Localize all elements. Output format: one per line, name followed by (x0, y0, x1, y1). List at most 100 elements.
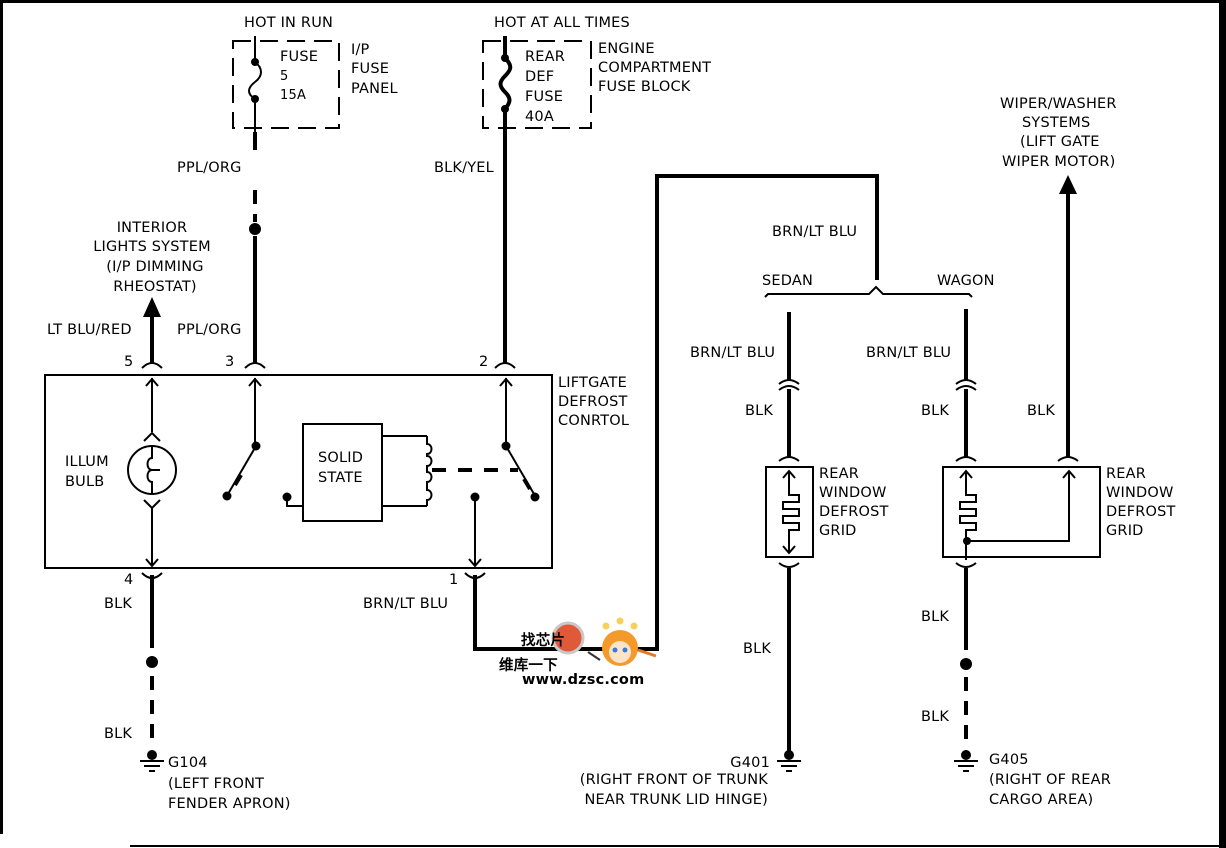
rear-def-fuse-icon (498, 56, 513, 111)
wire-label-ppl-org-upper: PPL/ORG (177, 160, 242, 176)
wiper-line3: (LIFT GATE (1020, 134, 1100, 150)
illum-label-line2: BULB (65, 474, 104, 490)
pin-2-label: 2 (479, 354, 488, 370)
ground-g104-id: G104 (168, 755, 208, 771)
fuse-5-line2: 5 (280, 69, 288, 84)
hot-in-run-label: HOT IN RUN (244, 15, 333, 31)
connector-pin-3 (244, 362, 266, 369)
module-bottom-connectors: 4 1 (124, 572, 486, 588)
sedan-grid-line3: DEFROST (819, 504, 889, 520)
fuse-panel-box (232, 40, 340, 129)
sedan-grid-line2: WINDOW (819, 485, 887, 501)
wiper-line2: SYSTEMS (1022, 115, 1090, 131)
ground-g401-loc1: (RIGHT FRONT OF TRUNK (580, 772, 769, 788)
switch-icon (227, 445, 257, 495)
interior-lights-group: INTERIOR LIGHTS SYSTEM (I/P DIMMING RHEO… (47, 220, 211, 364)
wire-label-blk-pin4-upper: BLK (104, 596, 132, 612)
ground-icon (140, 760, 164, 772)
wire-label-sedan-mid: BLK (745, 403, 773, 419)
rear-def-fuse-line4: 40A (525, 109, 554, 125)
pin-3-label: 3 (225, 354, 234, 370)
wire-label-ppl-org-lower: PPL/ORG (177, 322, 242, 338)
fuse-5-icon (248, 61, 262, 100)
fuse-5-group: HOT IN RUN FUSE 5 15A I/P FUSE PANEL (232, 15, 398, 132)
control-label-line3: CONRTOL (558, 413, 629, 429)
wire-label-to-split: BRN/LT BLU (772, 224, 857, 240)
solid-state-box (302, 423, 383, 522)
pin-5-label: 5 (124, 354, 133, 370)
wiper-line4: WIPER MOTOR) (1002, 154, 1116, 170)
wagon-branch: BRN/LT BLU BLK WIPER/WASHER SYSTEMS (LIF… (866, 96, 1176, 808)
ground-icon (777, 760, 801, 772)
interior-lights-line4: RHEOSTAT) (113, 279, 197, 295)
defrost-grid-icon (959, 471, 977, 560)
wagon-grid-line3: DEFROST (1106, 504, 1176, 520)
interior-lights-line3: (I/P DIMMING (106, 259, 203, 275)
ground-g405-id: G405 (989, 752, 1029, 768)
control-label-line1: LIFTGATE (558, 375, 627, 391)
watermark-line2: 维库一下 (499, 656, 558, 674)
illum-label-line1: ILLUM (65, 454, 109, 470)
ground-g405-loc2: CARGO AREA) (989, 792, 1093, 808)
fuse-5-line3: 15A (280, 88, 306, 103)
splice-dot (249, 223, 261, 235)
ground-g104-group: BLK BLK G104 (LEFT FRONT FENDER APRON) (104, 575, 291, 812)
sedan-grid-line1: REAR (819, 466, 859, 482)
watermark-chip-icon (551, 621, 585, 655)
sedan-grid-line4: GRID (819, 523, 857, 539)
wire-label-wagon-lower-2: BLK (921, 709, 949, 725)
solid-state-line1: SOLID (318, 450, 363, 466)
wire-label-sedan-upper: BRN/LT BLU (690, 345, 775, 361)
engine-fuse-block-line1: ENGINE (598, 41, 655, 57)
ip-fuse-panel-line3: PANEL (351, 81, 398, 97)
connector-sedan-inline (778, 379, 800, 391)
wagon-grid-line1: REAR (1106, 466, 1146, 482)
ground-icon (954, 760, 978, 772)
connector-wagon-inline (955, 379, 977, 391)
wire-label-wagon-mid: BLK (921, 403, 949, 419)
ground-g401-loc2: NEAR TRUNK LID HINGE) (584, 792, 768, 808)
wire-label-blk-yel: BLK/YEL (434, 160, 494, 176)
ground-g104-loc2: FENDER APRON) (168, 796, 291, 812)
wire-label-lt-blu-red: LT BLU/RED (47, 322, 132, 338)
relay-coil-icon (426, 436, 433, 506)
wire-label-sedan-lower: BLK (743, 641, 771, 657)
solid-state-line2: STATE (318, 470, 363, 486)
wagon-grid-line2: WINDOW (1106, 485, 1174, 501)
wire-label-wagon-upper: BRN/LT BLU (866, 345, 951, 361)
wire-ppl-org: PPL/ORG PPL/ORG (177, 132, 261, 364)
ip-fuse-panel-line2: FUSE (351, 61, 389, 77)
ground-g104-loc1: (LEFT FRONT (168, 776, 264, 792)
rear-def-fuse-group: HOT AT ALL TIMES REAR DEF FUSE 40A ENGIN… (482, 15, 711, 132)
variant-split: SEDAN WAGON (762, 273, 995, 298)
ground-g405-loc1: (RIGHT OF REAR (989, 772, 1111, 788)
wire-label-blk-pin4-lower: BLK (104, 726, 132, 742)
arrow-up-icon (1059, 175, 1077, 194)
connector-pin-2 (494, 362, 516, 369)
watermark-line1: 找芯片 (521, 631, 565, 649)
rear-def-fuse-line1: REAR (525, 49, 565, 65)
pin-4-label: 4 (124, 572, 133, 588)
wagon-grid-line4: GRID (1106, 523, 1144, 539)
module-top-connectors: 5 3 2 (124, 354, 516, 370)
interior-lights-line2: LIGHTS SYSTEM (93, 239, 211, 255)
rear-def-fuse-line3: FUSE (525, 89, 563, 105)
rear-def-fuse-line2: DEF (525, 69, 554, 85)
engine-fuse-block-line2: COMPARTMENT (598, 60, 711, 76)
wiper-line1: WIPER/WASHER (1000, 96, 1117, 112)
connector-pin-5 (141, 362, 163, 369)
wire-label-pin1-out: BRN/LT BLU (363, 596, 448, 612)
hot-at-all-times-label: HOT AT ALL TIMES (494, 15, 630, 31)
variant-sedan-label: SEDAN (762, 273, 813, 289)
control-label-line2: DEFROST (558, 394, 628, 410)
variant-wagon-label: WAGON (937, 273, 995, 289)
wire-brn-lt-blu-main: BRN/LT BLU BRN/LT BLU (363, 174, 879, 651)
wire-label-wagon-lower-1: BLK (921, 609, 949, 625)
wire-blk-yel: BLK/YEL (434, 132, 507, 364)
watermark-url: www.dzsc.com (522, 672, 644, 688)
engine-fuse-block-box (482, 40, 592, 129)
variant-bracket (764, 285, 973, 298)
engine-fuse-block-line3: FUSE BLOCK (598, 79, 691, 95)
